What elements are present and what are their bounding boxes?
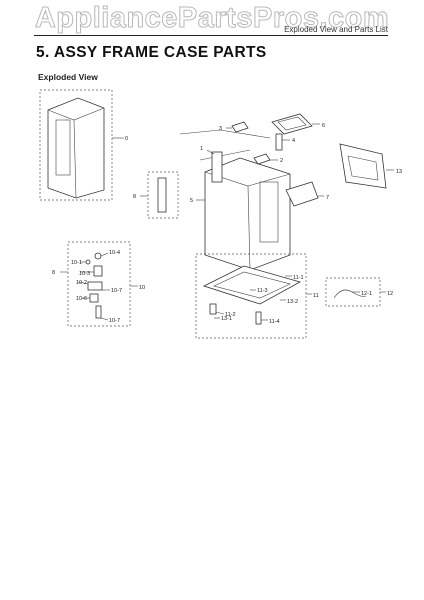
callout-2: 2	[280, 158, 283, 164]
callout-3: 3	[219, 126, 222, 132]
callout-13-2: 13-2	[287, 299, 298, 305]
callout-10-7: 10-7	[109, 318, 120, 324]
callout-11: 11	[313, 293, 319, 299]
callout-4: 4	[292, 138, 295, 144]
callout-9: 8	[133, 194, 136, 200]
callout-10-6: 10-7	[111, 288, 122, 294]
callout-5: 5	[190, 198, 193, 204]
watermark: AppliancePartsPros.com	[34, 2, 390, 35]
section-title: 5. ASSY FRAME CASE PARTS	[36, 44, 267, 61]
callout-10-1: 10-1	[71, 260, 82, 266]
callout-11-1: 11-1	[293, 275, 304, 281]
part-back-panel: 13	[339, 143, 402, 189]
callout-10-3: 10-3	[79, 271, 90, 277]
part-10-assembly: 8 10 10-4 10-1 10-3 10-2 10-7 10-6 10-7	[52, 241, 145, 327]
part-4: 4	[275, 133, 295, 151]
callout-10-2: 10-2	[76, 280, 87, 286]
callout-12: 12	[387, 291, 393, 297]
part-frame-case: 5	[190, 151, 291, 271]
callout-13: 13	[396, 169, 402, 175]
callout-12-1: 12-1	[361, 291, 372, 297]
part-base-assembly: 11-1 11-3 13-2 11-2 13-1 11-4 11	[195, 253, 319, 339]
part-6: 6	[271, 113, 325, 135]
callout-13-1: 13-1	[221, 316, 232, 322]
callout-6: 6	[322, 123, 325, 129]
callout-11-3: 11-3	[257, 288, 268, 294]
callout-1: 1	[200, 146, 203, 152]
callout-10: 10	[139, 285, 145, 291]
callout-7: 7	[326, 195, 329, 201]
part-cabinet-outer: 0	[39, 89, 128, 201]
callout-10-5: 10-6	[76, 296, 87, 302]
part-3: 3	[219, 121, 249, 133]
part-7: 7	[285, 181, 329, 207]
callout-10-4: 10-4	[109, 250, 120, 256]
subtitle: Exploded View	[38, 72, 98, 82]
callout-0: 0	[125, 136, 128, 142]
callout-8: 8	[52, 270, 55, 276]
header-section-label: Exploded View and Parts List	[284, 25, 388, 34]
part-9: 8	[133, 171, 179, 219]
part-12-assembly: 12-1 12	[325, 277, 393, 307]
header-rule	[34, 35, 388, 36]
part-2: 2	[253, 153, 283, 165]
callout-11-2: 11-2	[225, 312, 236, 318]
callout-11-4: 11-4	[269, 319, 280, 325]
